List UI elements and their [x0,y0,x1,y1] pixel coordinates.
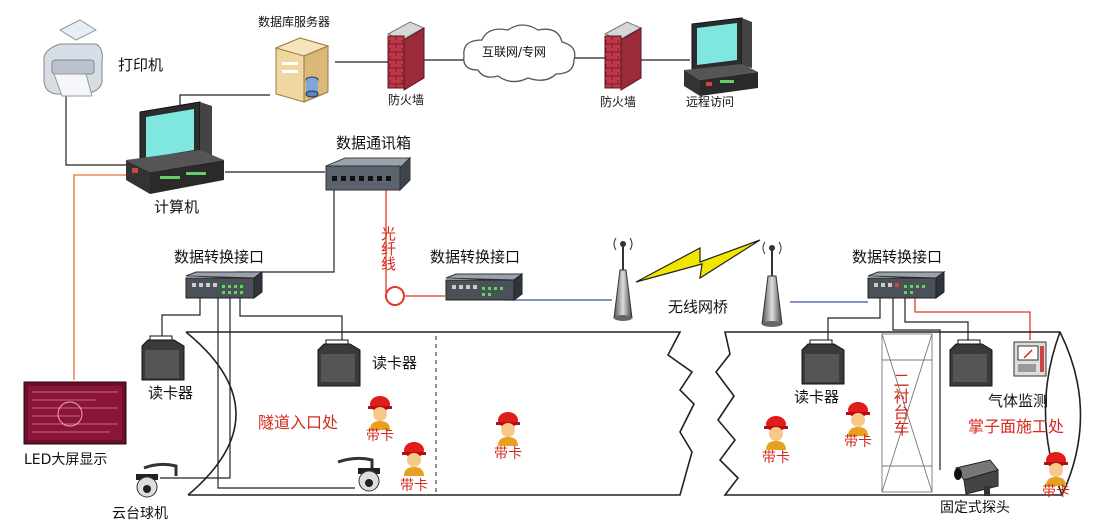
firewall-right-label: 防火墙 [600,94,636,109]
worker-tag-6 [1044,452,1068,486]
tag-1-label: 带卡 [366,428,394,444]
ptz-camera-right-icon [337,456,380,492]
remote-computer-icon[interactable] [684,17,758,96]
worker-tag-1 [368,396,392,430]
computer-icon[interactable] [126,101,224,194]
tag-2-label: 带卡 [400,478,428,494]
tag-5-label: 带卡 [844,434,872,450]
worker-tag-5 [846,402,870,436]
card-reader-1-icon [141,335,185,381]
worker-tag-3 [496,412,520,446]
printer-icon[interactable] [43,19,103,97]
computer-label: 计算机 [154,198,199,216]
dtu-mid-label: 数据转换接口 [430,248,520,266]
ptz-camera-left-icon [136,462,178,498]
dtu-left-icon[interactable] [185,271,264,299]
svg-text:二衬台车: 二衬台车 [891,372,910,436]
remote-access-label: 远程访问 [686,94,734,109]
card-reader-2-label: 读卡器 [372,354,417,372]
database-server-icon[interactable] [274,37,330,103]
fixed-probe-icon [954,459,999,496]
card-reader-1-label: 读卡器 [148,384,193,402]
network-lines [65,57,969,489]
internet-cloud-icon [463,24,576,83]
lining-trolley-label: 二衬台车 [891,372,910,436]
antenna-right-icon [761,241,783,327]
tag-3-label: 带卡 [494,446,522,462]
dtu-left-label: 数据转换接口 [174,248,264,266]
tunnel-section-left [185,331,695,496]
fiber-cable [385,190,445,306]
gas-monitor-label: 气体监测 [988,392,1048,410]
firewall-left-label: 防火墙 [388,92,424,107]
lining-trolley [881,333,933,493]
firewall-right-icon [603,21,643,91]
wireless-bridge-label: 无线网桥 [668,298,728,316]
card-reader-4-icon [949,339,993,387]
gas-monitor-icon [1013,341,1047,377]
working-face-label: 掌子面施工处 [968,417,1064,436]
gas-cable [914,298,1031,340]
ptz-camera-label: 云台球机 [112,506,168,522]
card-reader-3-icon [801,339,845,385]
led-cable [73,174,135,380]
printer-label: 打印机 [118,56,163,74]
data-box-label: 数据通讯箱 [336,134,411,152]
internet-label: 互联网/专网 [482,44,546,59]
led-display-icon [23,381,127,445]
antenna-left-icon [613,237,633,321]
card-reader-3-label: 读卡器 [794,388,839,406]
worker-tag-4 [764,416,788,450]
tunnel-entrance-label: 隧道入口处 [258,413,338,432]
led-display-label: LED大屏显示 [24,452,107,468]
db-server-label: 数据库服务器 [258,14,330,29]
data-box-icon[interactable] [325,156,412,192]
fixed-probe-label: 固定式探头 [940,500,1010,516]
dtu-mid-icon[interactable] [445,273,524,301]
firewall-left-icon [386,21,426,91]
dtu-right-label: 数据转换接口 [852,248,942,266]
card-reader-2-icon [317,339,361,387]
tag-6-label: 带卡 [1042,484,1070,500]
dtu-right-icon[interactable] [867,271,946,299]
lightning-bolt-icon [635,239,761,283]
tag-4-label: 带卡 [762,450,790,466]
fiber-line-label: 光纤线 [379,226,397,271]
svg-text:光纤线: 光纤线 [379,226,397,271]
worker-tag-2 [402,442,426,476]
